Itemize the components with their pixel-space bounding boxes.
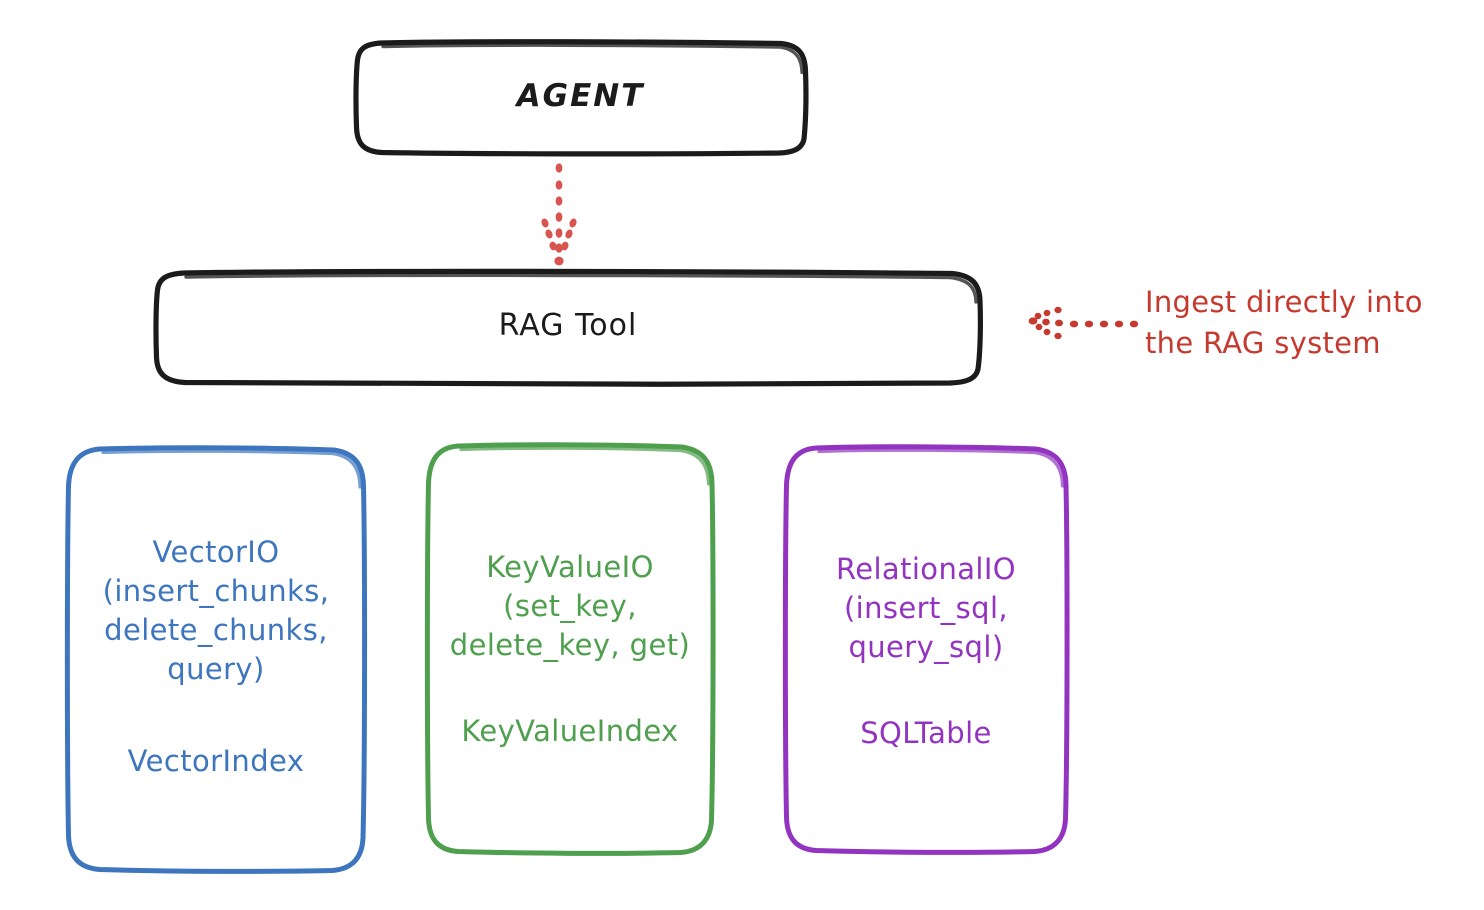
node-key-value-io[interactable] bbox=[428, 445, 712, 856]
node-relational-io[interactable] bbox=[786, 447, 1066, 856]
agent-box-outline bbox=[353, 39, 809, 157]
key-value-io-box-outline bbox=[424, 442, 716, 856]
node-rag-tool[interactable] bbox=[156, 272, 980, 382]
rag-tool-box-outline bbox=[153, 268, 983, 387]
node-vector-io[interactable] bbox=[68, 448, 364, 871]
relational-io-box-outline bbox=[782, 444, 1070, 855]
node-agent[interactable] bbox=[356, 42, 805, 153]
dotted-arrow-down-icon bbox=[541, 163, 577, 266]
annotation-ingest-directly: Ingest directly into the RAG system bbox=[1145, 285, 1423, 361]
vector-io-box-outline bbox=[64, 445, 368, 874]
dotted-arrow-left-icon bbox=[1028, 306, 1139, 340]
